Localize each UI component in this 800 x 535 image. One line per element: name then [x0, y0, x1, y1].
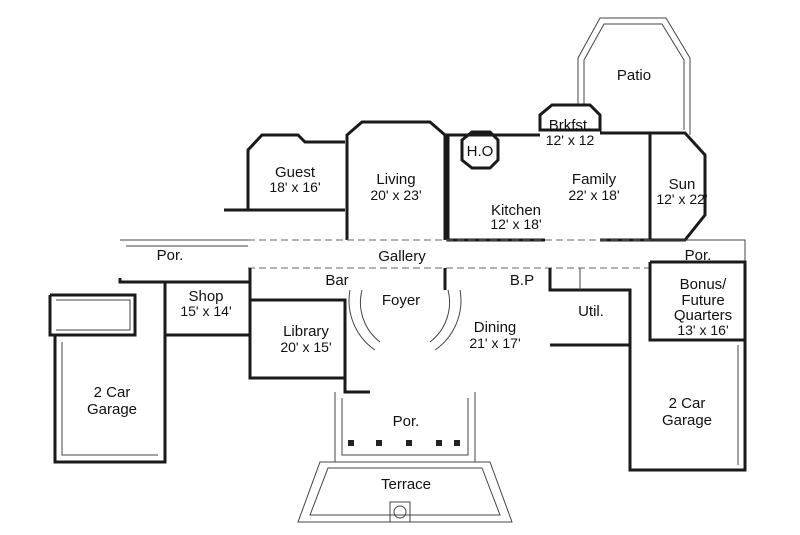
library-size: 20' x 15' [280, 339, 331, 355]
garage-left-label-line1: 2 Car [94, 384, 131, 401]
garage-right-label-line1: 2 Car [669, 395, 706, 412]
foyer-walls [343, 378, 370, 394]
sun-label: Sun [669, 176, 696, 193]
bonus-label-line1: Bonus/ [680, 276, 728, 293]
guest-size: 18' x 16' [269, 179, 320, 195]
dining-label: Dining [474, 319, 517, 336]
walls [48, 17, 747, 523]
bonus-label-line3: Quarters [674, 307, 732, 324]
por-left-label: Por. [157, 247, 184, 264]
garage-left-walls [53, 335, 167, 464]
brkfst-size: 12' x 12 [546, 132, 595, 148]
ho-label: H.O [467, 143, 494, 160]
kitchen-size: 12' x 18' [490, 216, 541, 232]
patio-outline [577, 17, 691, 135]
right-stair [429, 289, 462, 351]
bar-label: Bar [325, 272, 348, 289]
dining-size: 21' x 17' [469, 335, 520, 351]
guest-walls [246, 133, 345, 210]
family-label: Family [572, 171, 617, 188]
terrace-label: Terrace [381, 476, 431, 493]
brkfst-walls [538, 103, 602, 132]
bp-label: B.P [510, 272, 534, 289]
bonus-label-line2: Future [681, 292, 724, 309]
util-label: Util. [578, 303, 604, 320]
por-right-label: Por. [685, 247, 712, 264]
brkfst-label: Brkfst. [549, 117, 592, 134]
library-label: Library [283, 323, 329, 340]
living-size: 20' x 23' [370, 187, 421, 203]
kitchen-label: Kitchen [491, 202, 541, 219]
guest-label: Guest [275, 164, 316, 181]
util-walls [548, 268, 632, 347]
family-size: 22' x 18' [568, 187, 619, 203]
living-walls [345, 120, 447, 240]
living-label: Living [376, 171, 415, 188]
left-stair [348, 289, 381, 351]
garage-right-walls [628, 340, 747, 472]
shop-size: 15' x 14' [180, 303, 231, 319]
gallery-label: Gallery [378, 248, 426, 265]
por-front-label: Por. [393, 413, 420, 430]
terrace-outline [297, 461, 513, 523]
sun-size: 12' x 22' [656, 191, 707, 207]
garage-left-label-line2: Garage [87, 401, 137, 418]
bonus-size: 13' x 16' [677, 322, 728, 338]
ho-walls [460, 130, 500, 170]
foyer-label: Foyer [382, 292, 420, 309]
fountain [389, 501, 411, 523]
garage-right-label-line2: Garage [662, 412, 712, 429]
storage-walls [48, 293, 137, 337]
shop-label: Shop [188, 288, 223, 305]
patio-label: Patio [617, 67, 651, 84]
